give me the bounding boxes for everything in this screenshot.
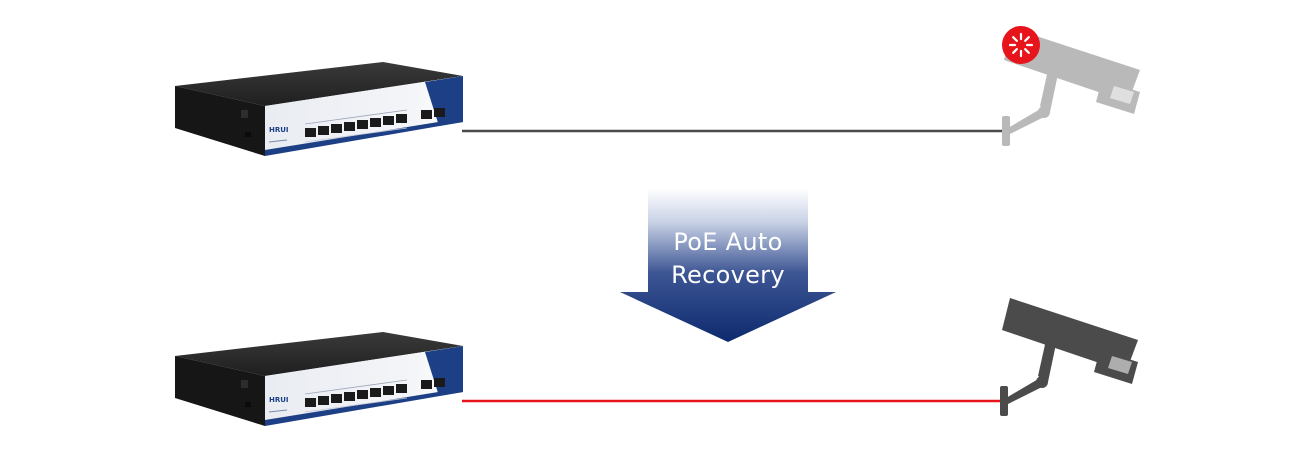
down-arrow-icon bbox=[620, 188, 836, 342]
arrow-label: PoE Auto Recovery bbox=[618, 226, 838, 292]
cctv-camera-icon bbox=[1000, 298, 1138, 416]
arrow-label-line2: Recovery bbox=[671, 261, 785, 289]
arrow-label-line1: PoE Auto bbox=[673, 228, 783, 256]
network-switch-icon bbox=[174, 331, 464, 427]
alert-spinner-icon bbox=[1002, 26, 1040, 64]
network-switch-icon bbox=[174, 61, 464, 157]
